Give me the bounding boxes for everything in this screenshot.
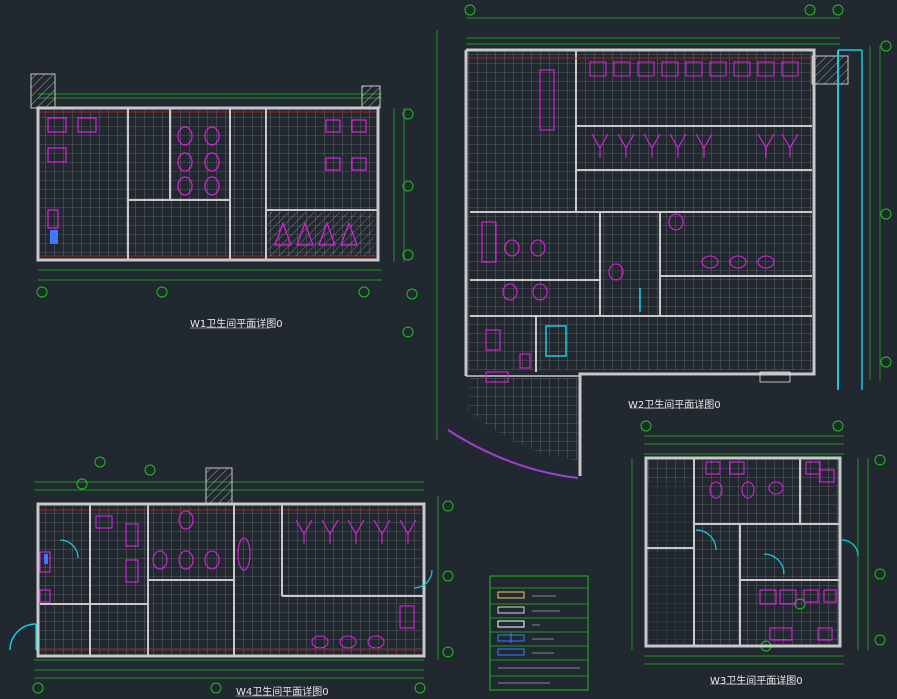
- plan-w2-title-text: W2卫生间平面详图: [628, 400, 715, 411]
- w1-shaft-right: [361, 85, 381, 109]
- plan-w4: [9, 456, 454, 697]
- w4-outer-wall: [36, 502, 426, 658]
- w4-axis-bubbles: [32, 456, 454, 694]
- plan-w1-title-text: W1卫生间平面详图: [190, 319, 277, 330]
- plan-w3: [631, 420, 886, 685]
- w4-entry-door: [9, 623, 37, 651]
- w3-fixtures: [705, 461, 837, 641]
- legend-swatch-hatch-yellow: [497, 591, 525, 599]
- w4-fixtures: [39, 510, 417, 649]
- legend-swatch-hatch-grey: [497, 606, 525, 614]
- w3-door: [695, 529, 717, 551]
- legend-swatches: [497, 591, 525, 656]
- legend-swatch-blue-hatch: [497, 648, 525, 656]
- legend-swatch-line: [497, 620, 525, 628]
- plan-w4-title-suffix: 0: [322, 687, 329, 698]
- plan-w3-title-text: W3卫生间平面详图: [710, 676, 797, 687]
- plan-w1-title-suffix: 0: [276, 319, 283, 330]
- w2-partitions: [470, 50, 812, 372]
- w2-entry-floor: [468, 378, 578, 460]
- plan-w2: [402, 4, 892, 479]
- w3-partitions: [646, 458, 840, 646]
- w2-callouts: [402, 288, 418, 338]
- w2-shaft: [811, 55, 849, 85]
- w1-dimensions: [38, 93, 405, 281]
- w1-shaft: [30, 73, 56, 109]
- w4-shaft: [205, 467, 233, 505]
- legend-text-lines: [498, 595, 580, 684]
- w2-dimensions: [436, 17, 881, 440]
- w1-partitions: [127, 108, 378, 260]
- legend: [489, 575, 589, 691]
- w2-door: [545, 325, 567, 357]
- plan-w4-title-text: W4卫生间平面详图: [236, 687, 323, 698]
- plan-w3-title-suffix: 0: [796, 676, 803, 687]
- w2-axis-bubbles: [464, 4, 892, 368]
- w4-partitions: [40, 504, 424, 656]
- w2-fixtures: [481, 61, 799, 383]
- w1-blue-marker: [50, 230, 58, 244]
- w1-hatched-area: [268, 212, 374, 256]
- plan-w2-title: W2卫生间平面详图0: [628, 396, 721, 411]
- plan-w2-title-suffix: 0: [714, 400, 721, 411]
- plan-w1-title: W1卫生间平面详图0: [190, 315, 283, 330]
- w3-outer-wall: [644, 456, 842, 648]
- plan-w3-title: W3卫生间平面详图0: [710, 672, 803, 687]
- plan-w1: [30, 73, 414, 329]
- w1-fixtures: [47, 117, 367, 246]
- w1-outer-wall: [36, 106, 380, 262]
- w1-axis-bubbles: [36, 108, 414, 298]
- w2-outer-wall: [466, 48, 816, 476]
- plan-w4-title: W4卫生间平面详图0: [236, 683, 329, 698]
